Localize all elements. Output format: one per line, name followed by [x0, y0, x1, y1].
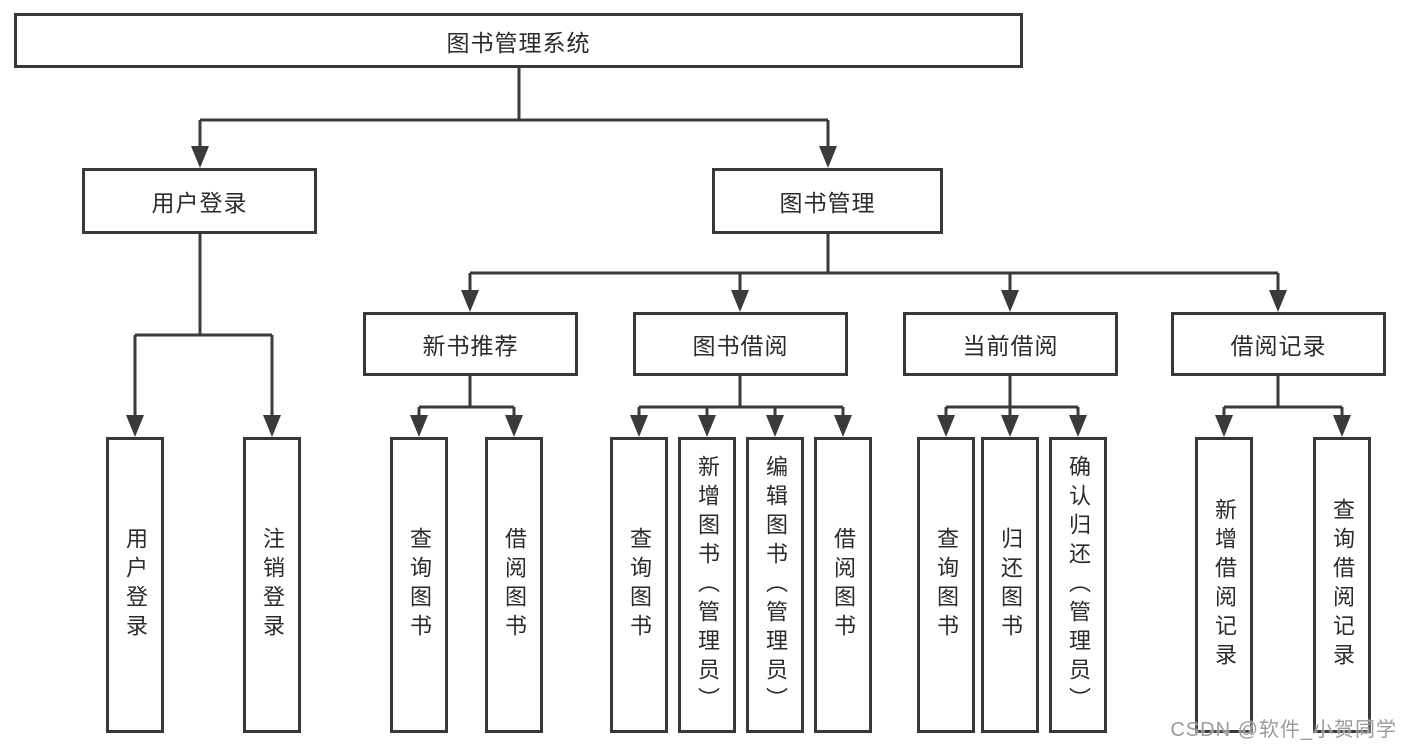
leaf-current-query-book: 查询图书 [917, 437, 975, 733]
node-book-management: 图书管理 [712, 168, 943, 234]
leaf-borrow-add-book-admin: 新增图书（管理员） [678, 437, 736, 733]
node-new-book-recommend: 新书推荐 [363, 312, 578, 376]
leaf-borrow-edit-book-admin: 编辑图书（管理员） [746, 437, 804, 733]
node-current-borrow: 当前借阅 [903, 312, 1118, 376]
leaf-borrow-borrow-book: 借阅图书 [814, 437, 872, 733]
node-user-login: 用户登录 [82, 168, 317, 234]
leaf-borrow-query-book: 查询图书 [610, 437, 668, 733]
leaf-user-login: 用户登录 [106, 437, 164, 733]
leaf-logout: 注销登录 [243, 437, 301, 733]
arrowheads [126, 146, 1351, 437]
leaf-current-confirm-return-admin: 确认归还（管理员） [1049, 437, 1107, 733]
leaf-record-add: 新增借阅记录 [1195, 437, 1253, 733]
leaf-recommend-borrow-book: 借阅图书 [485, 437, 543, 733]
leaf-current-return-book: 归还图书 [981, 437, 1039, 733]
node-book-borrow: 图书借阅 [633, 312, 848, 376]
leaf-record-query: 查询借阅记录 [1313, 437, 1371, 733]
csdn-watermark: CSDN @软件_小贺同学 [1170, 719, 1397, 741]
node-borrow-record: 借阅记录 [1171, 312, 1386, 376]
leaf-recommend-query-book: 查询图书 [390, 437, 448, 733]
node-root: 图书管理系统 [14, 13, 1023, 68]
